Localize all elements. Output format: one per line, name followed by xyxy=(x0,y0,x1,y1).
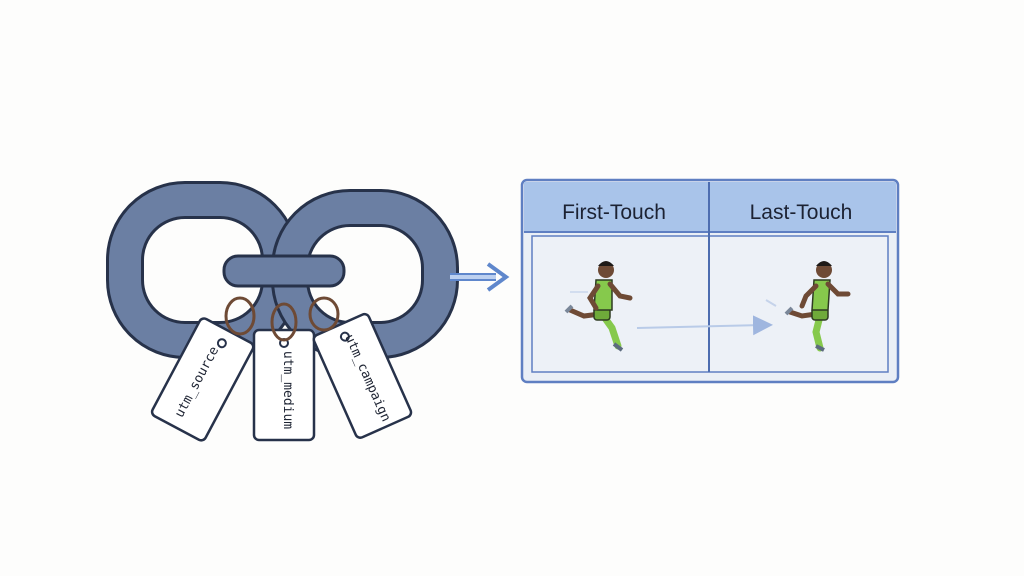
motion-arrow-icon xyxy=(636,315,773,336)
utm-tag-medium: utm_medium xyxy=(252,302,316,442)
runner-first-touch-icon xyxy=(564,261,633,352)
utm-tag-source: utm_source xyxy=(150,296,256,442)
runner-last-touch-icon xyxy=(784,261,851,352)
chain-link-icon xyxy=(106,181,459,359)
flow-arrow-icon xyxy=(450,262,510,292)
column-header-last-touch: Last-Touch xyxy=(750,201,853,224)
attribution-comparison-panel: First-Touch Last-Touch xyxy=(520,178,900,384)
tag-label-medium: utm_medium xyxy=(280,351,295,429)
column-header-first-touch: First-Touch xyxy=(562,201,666,224)
